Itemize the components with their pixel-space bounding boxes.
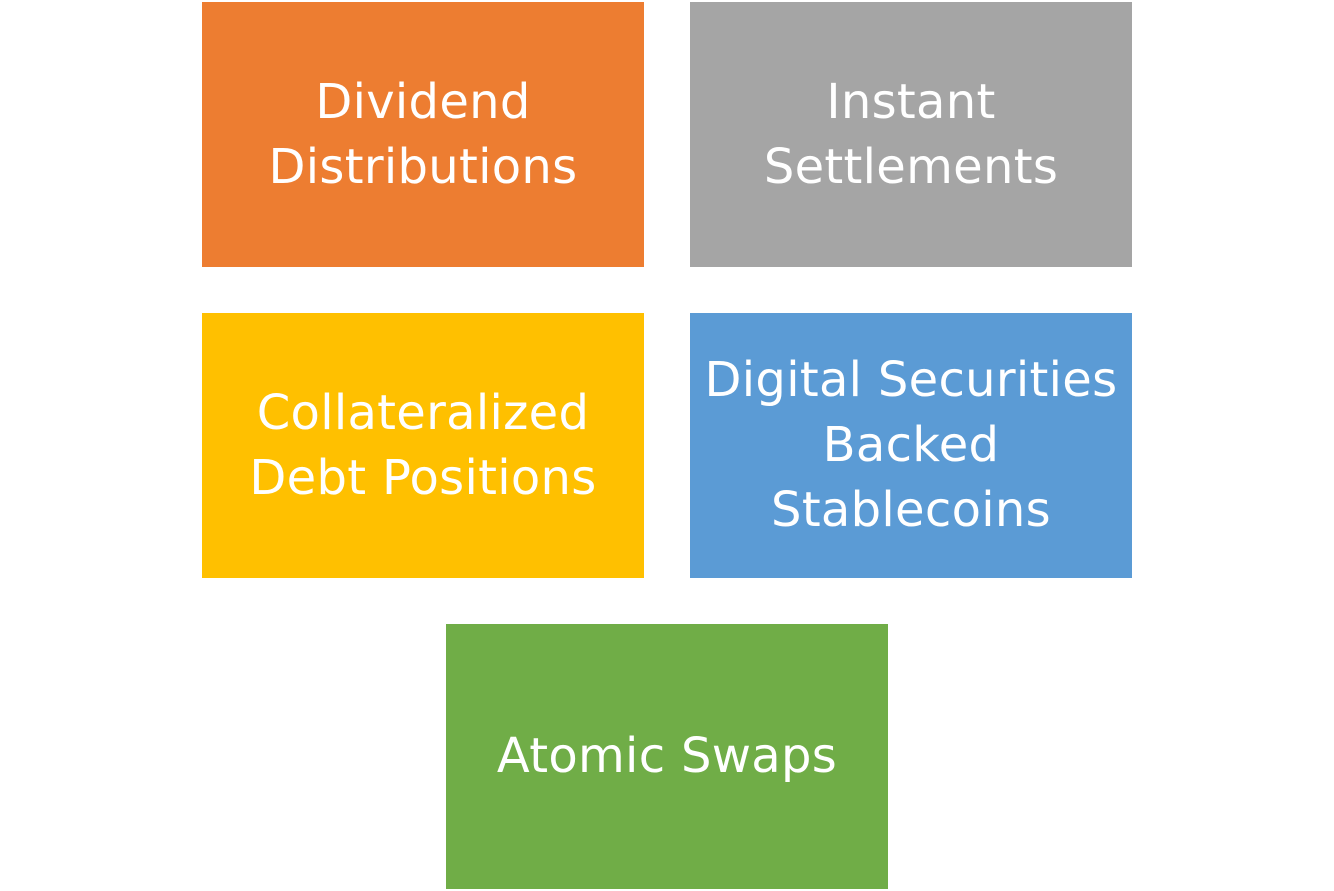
block-digital-securities-backed-stablecoins: Digital Securities Backed Stablecoins <box>690 313 1132 578</box>
block-label: Atomic Swaps <box>496 728 838 784</box>
block-label: Collateralized Debt Positions <box>249 384 597 506</box>
block-dividend-distributions: Dividend Distributions <box>202 2 644 267</box>
block-atomic-swaps: Atomic Swaps <box>446 624 888 889</box>
block-collateralized-debt-positions: Collateralized Debt Positions <box>202 313 644 578</box>
block-instant-settlements: Instant Settlements <box>690 2 1132 267</box>
block-label: Instant Settlements <box>763 73 1059 195</box>
block-label: Digital Securities Backed Stablecoins <box>704 352 1118 538</box>
block-label: Dividend Distributions <box>268 73 578 195</box>
